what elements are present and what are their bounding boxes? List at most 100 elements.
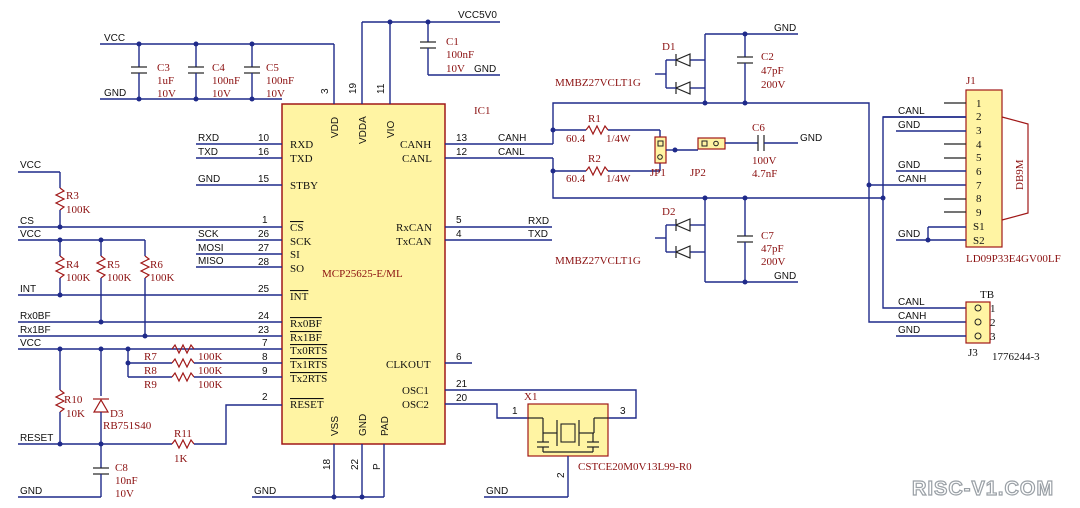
j3-pin: 3 bbox=[990, 331, 996, 343]
c6-value: 100V bbox=[752, 155, 777, 167]
net-label-gnd: GND bbox=[474, 64, 496, 75]
j1-pin: S2 bbox=[973, 235, 985, 247]
pin-name: CANL bbox=[402, 153, 432, 165]
net-label-gnd: GND bbox=[104, 88, 126, 99]
c3-voltage: 10V bbox=[157, 88, 176, 100]
c5-capacitor bbox=[244, 41, 260, 102]
r7-ref: R7 bbox=[144, 351, 157, 363]
j1-pin: 9 bbox=[976, 207, 982, 219]
pin-num: 9 bbox=[262, 366, 268, 377]
net-label-gnd: GND bbox=[898, 229, 920, 240]
pin-num: 4 bbox=[456, 229, 462, 240]
net-label-canl: CANL bbox=[898, 297, 925, 308]
pin-num: 13 bbox=[456, 133, 468, 144]
x1-part: CSTCE20M0V13L99-R0 bbox=[578, 461, 692, 473]
c8-voltage: 10V bbox=[115, 488, 134, 500]
c4-voltage: 10V bbox=[212, 88, 231, 100]
d3-part: RB751S40 bbox=[103, 420, 152, 432]
net-label-miso: MISO bbox=[198, 256, 224, 267]
c1-voltage: 10V bbox=[446, 63, 465, 75]
watermark-text: RISC-V1.COM bbox=[912, 478, 1054, 500]
net-label-canl: CANL bbox=[498, 147, 525, 158]
r3-ref: R3 bbox=[66, 190, 79, 202]
d3-diode-icon bbox=[92, 398, 110, 413]
ic1-body bbox=[281, 103, 446, 445]
j1-pin: 3 bbox=[976, 125, 982, 137]
j1-pin: 8 bbox=[976, 193, 982, 205]
pin-name: TXD bbox=[290, 153, 313, 165]
pin-num: 6 bbox=[456, 352, 462, 363]
c1-ref: C1 bbox=[446, 36, 459, 48]
pin-num: 26 bbox=[258, 229, 270, 240]
d1-tvs-diode-icon bbox=[655, 33, 798, 103]
ic1-ref: IC1 bbox=[474, 105, 491, 117]
r5-value: 100K bbox=[107, 272, 132, 284]
net-label-txd: TXD bbox=[198, 147, 218, 158]
j1-pin: 4 bbox=[976, 139, 982, 151]
x1-crystal-icon bbox=[528, 417, 608, 453]
r7-value: 100K bbox=[198, 351, 223, 363]
pin-name: Rx0BF bbox=[290, 318, 322, 330]
net-label-rxd: RXD bbox=[198, 133, 219, 144]
j1-pin-list: 1 2 3 4 5 6 7 8 9 S1 S2 bbox=[973, 98, 985, 247]
net-label-sck: SCK bbox=[198, 229, 219, 240]
c6-voltage: 4.7nF bbox=[752, 168, 777, 180]
j1-db9-shell bbox=[1001, 116, 1029, 221]
pin-name: STBY bbox=[290, 180, 318, 192]
c5-voltage: 10V bbox=[266, 88, 285, 100]
ic1-bottom-pin-num: 18 bbox=[322, 458, 333, 470]
net-label-txd: TXD bbox=[528, 229, 548, 240]
c4-value: 100nF bbox=[212, 75, 240, 87]
r2-power: 1/4W bbox=[606, 173, 631, 185]
pin-name: OSC1 bbox=[402, 385, 429, 397]
ic1-right-pins: 13 CANH 12 CANL 5 RxCAN 4 TxCAN 6 CLKOUT… bbox=[386, 133, 468, 411]
pin-name: Tx0RTS bbox=[290, 345, 327, 357]
j1-pin: 2 bbox=[976, 111, 982, 123]
c5-ref: C5 bbox=[266, 62, 279, 74]
net-label-gnd: GND bbox=[898, 160, 920, 171]
net-label-canl: CANL bbox=[898, 106, 925, 117]
net-label-gnd: GND bbox=[800, 133, 822, 144]
ic1-bottom-pin-num: 22 bbox=[350, 458, 361, 470]
r2-ref: R2 bbox=[588, 153, 601, 165]
pin-num: 23 bbox=[258, 325, 270, 336]
net-label-rx1bf: Rx1BF bbox=[20, 325, 51, 336]
pin-name: CLKOUT bbox=[386, 359, 431, 371]
pin-num: 1 bbox=[262, 215, 268, 226]
net-label-rx0bf: Rx0BF bbox=[20, 311, 51, 322]
net-label-rxd: RXD bbox=[528, 216, 549, 227]
c7-voltage: 200V bbox=[761, 256, 786, 268]
j1-shell-label: DB9M bbox=[1014, 159, 1026, 190]
pin-num: 7 bbox=[262, 338, 268, 349]
j3-ref: J3 bbox=[968, 347, 978, 359]
r2-value: 60.4 bbox=[566, 173, 586, 185]
pin-num: 8 bbox=[262, 352, 268, 363]
x1-body bbox=[527, 403, 609, 457]
net-label-gnd: GND bbox=[774, 23, 796, 34]
j1-pin: S1 bbox=[973, 221, 985, 233]
ic1-bottom-pin-name: PAD bbox=[380, 416, 391, 436]
jp2-ref: JP2 bbox=[690, 167, 706, 179]
x1-pin: 2 bbox=[556, 472, 567, 478]
net-label-canh: CANH bbox=[498, 133, 526, 144]
r3-value: 100K bbox=[66, 204, 91, 216]
c1-capacitor bbox=[420, 22, 500, 76]
c8-ref: C8 bbox=[115, 462, 128, 474]
ic1-bottom-pin-name: VSS bbox=[330, 416, 341, 436]
d3-ref: D3 bbox=[110, 408, 124, 420]
ic1-part: MCP25625-E/ML bbox=[322, 268, 403, 280]
net-label-vcc: VCC bbox=[20, 338, 41, 349]
pin-name: SO bbox=[290, 263, 304, 275]
net-label-gnd: GND bbox=[20, 486, 42, 497]
pin-num: 28 bbox=[258, 257, 270, 268]
net-label-cs: CS bbox=[20, 216, 34, 227]
x1-ref: X1 bbox=[524, 391, 537, 403]
j3-pin: 2 bbox=[990, 317, 996, 329]
x1-pin: 3 bbox=[620, 406, 626, 417]
j3-part: 1776244-3 bbox=[992, 351, 1040, 363]
pin-name: CS bbox=[290, 222, 303, 234]
ic1-top-pin-name: VDD bbox=[330, 117, 341, 138]
pin-num: 16 bbox=[258, 147, 270, 158]
pin-num: 10 bbox=[258, 133, 270, 144]
